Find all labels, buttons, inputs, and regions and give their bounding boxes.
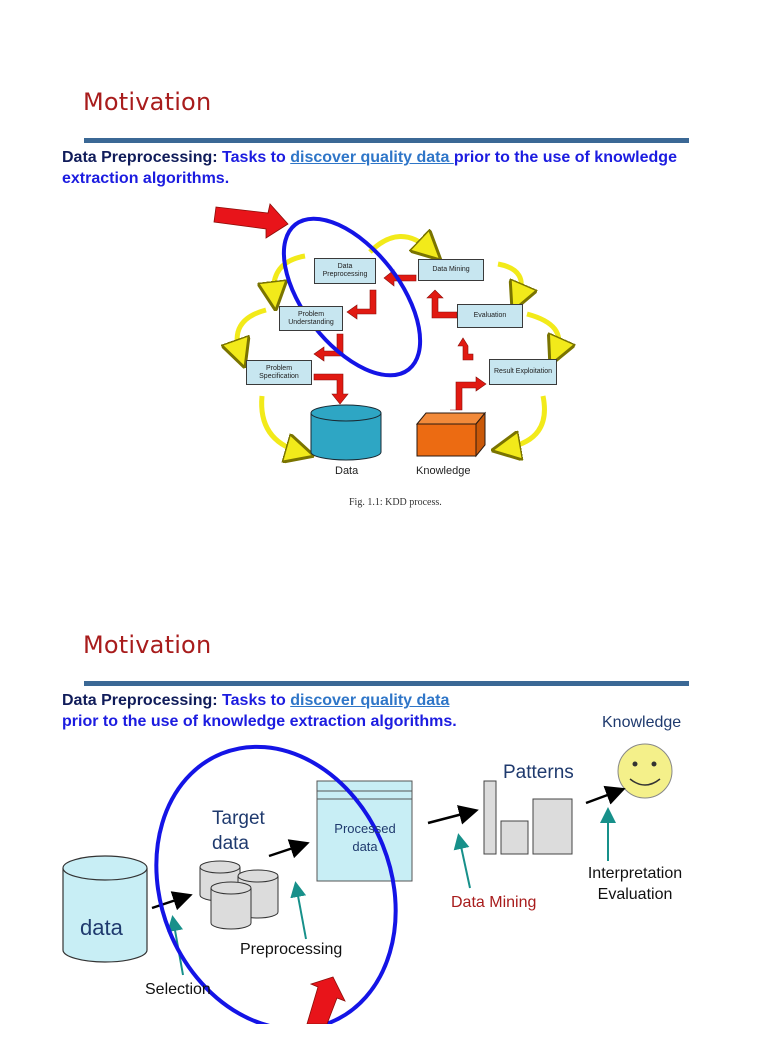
knowledge-box [415,411,487,458]
node-data-mining: Data Mining [418,259,484,281]
title-divider [84,681,689,686]
node-problem-understanding: Problem Understanding [279,306,343,331]
interpretation-evaluation-label: Interpretation Evaluation [580,863,690,905]
data-label: data [80,915,123,940]
knowledge-label: Knowledge [416,465,471,477]
target-data-cylinders [199,860,279,930]
intro-line-2: prior to the use of knowledge extraction… [62,713,457,730]
patterns-bars [483,780,573,855]
intro-text: Data Preprocessing: Tasks to discover qu… [62,147,702,189]
data-cylinder [310,404,382,461]
selection-label: Selection [145,981,211,998]
intro-lead: Data Preprocessing: [62,692,218,709]
intro-text-after-link: prior to the use of knowledge extraction… [62,149,677,187]
data-mining-label: Data Mining [451,894,537,911]
preprocessing-label: Preprocessing [240,941,343,958]
flow-arrow [313,373,349,405]
intro-text: Data Preprocessing: Tasks to discover qu… [62,690,702,732]
slide-1: Motivation Data Preprocessing: Tasks to … [0,0,768,512]
kdd-steps-diagram [62,743,673,1024]
cycle-arrow [497,261,521,298]
target-data-label: Target data [212,808,265,854]
highlight-ellipse [154,744,398,1024]
kdd-process-diagram [213,203,768,512]
intro-link[interactable]: discover quality data [290,149,454,166]
data-label: Data [335,465,359,477]
figure-caption: Fig. 1.1: KDD process. [349,497,442,508]
interpretation-label: Interpretation [587,865,683,882]
cycle-arrow [274,253,306,296]
intro-text-before-link: Tasks to [217,149,291,166]
cycle-arrow [259,395,300,452]
node-data-preprocessing: Data Preprocessing [314,258,376,284]
cycle-arrow [506,395,547,448]
cycle-arrows [237,236,559,452]
patterns-label: Patterns [503,762,574,783]
data-cylinder [62,855,148,963]
flow-arrows [151,785,626,911]
processed-data-sheet [316,780,413,882]
node-evaluation: Evaluation [457,304,523,328]
slide-title: Motivation [83,88,212,116]
flow-arrow [457,337,474,361]
node-result-exploitation: Result Exploitation [489,359,557,385]
evaluation-label: Evaluation [597,886,673,903]
slide-title: Motivation [83,631,212,659]
knowledge-label: Knowledge [602,714,682,731]
cycle-arrow [368,236,430,252]
intro-link[interactable]: discover quality data [290,692,450,709]
title-divider [84,138,689,143]
flow-arrow [426,289,458,319]
knowledge-smiley [617,743,673,799]
processed-data-label: Processed data [334,821,396,854]
slide-2: Motivation Data Preprocessing: Tasks to … [0,543,768,1055]
pointer-arrow [213,203,289,239]
cycle-arrow [237,307,267,354]
flow-arrow [313,333,344,362]
flow-arrow [450,376,487,411]
flow-arrows [313,269,487,411]
intro-lead: Data Preprocessing: [62,149,218,166]
node-problem-specification: Problem Specification [246,360,312,385]
intro-text-before-link: Tasks to [217,692,291,709]
flow-arrow [346,289,377,320]
cycle-arrow [526,311,559,352]
pointer-arrow [306,976,346,1024]
